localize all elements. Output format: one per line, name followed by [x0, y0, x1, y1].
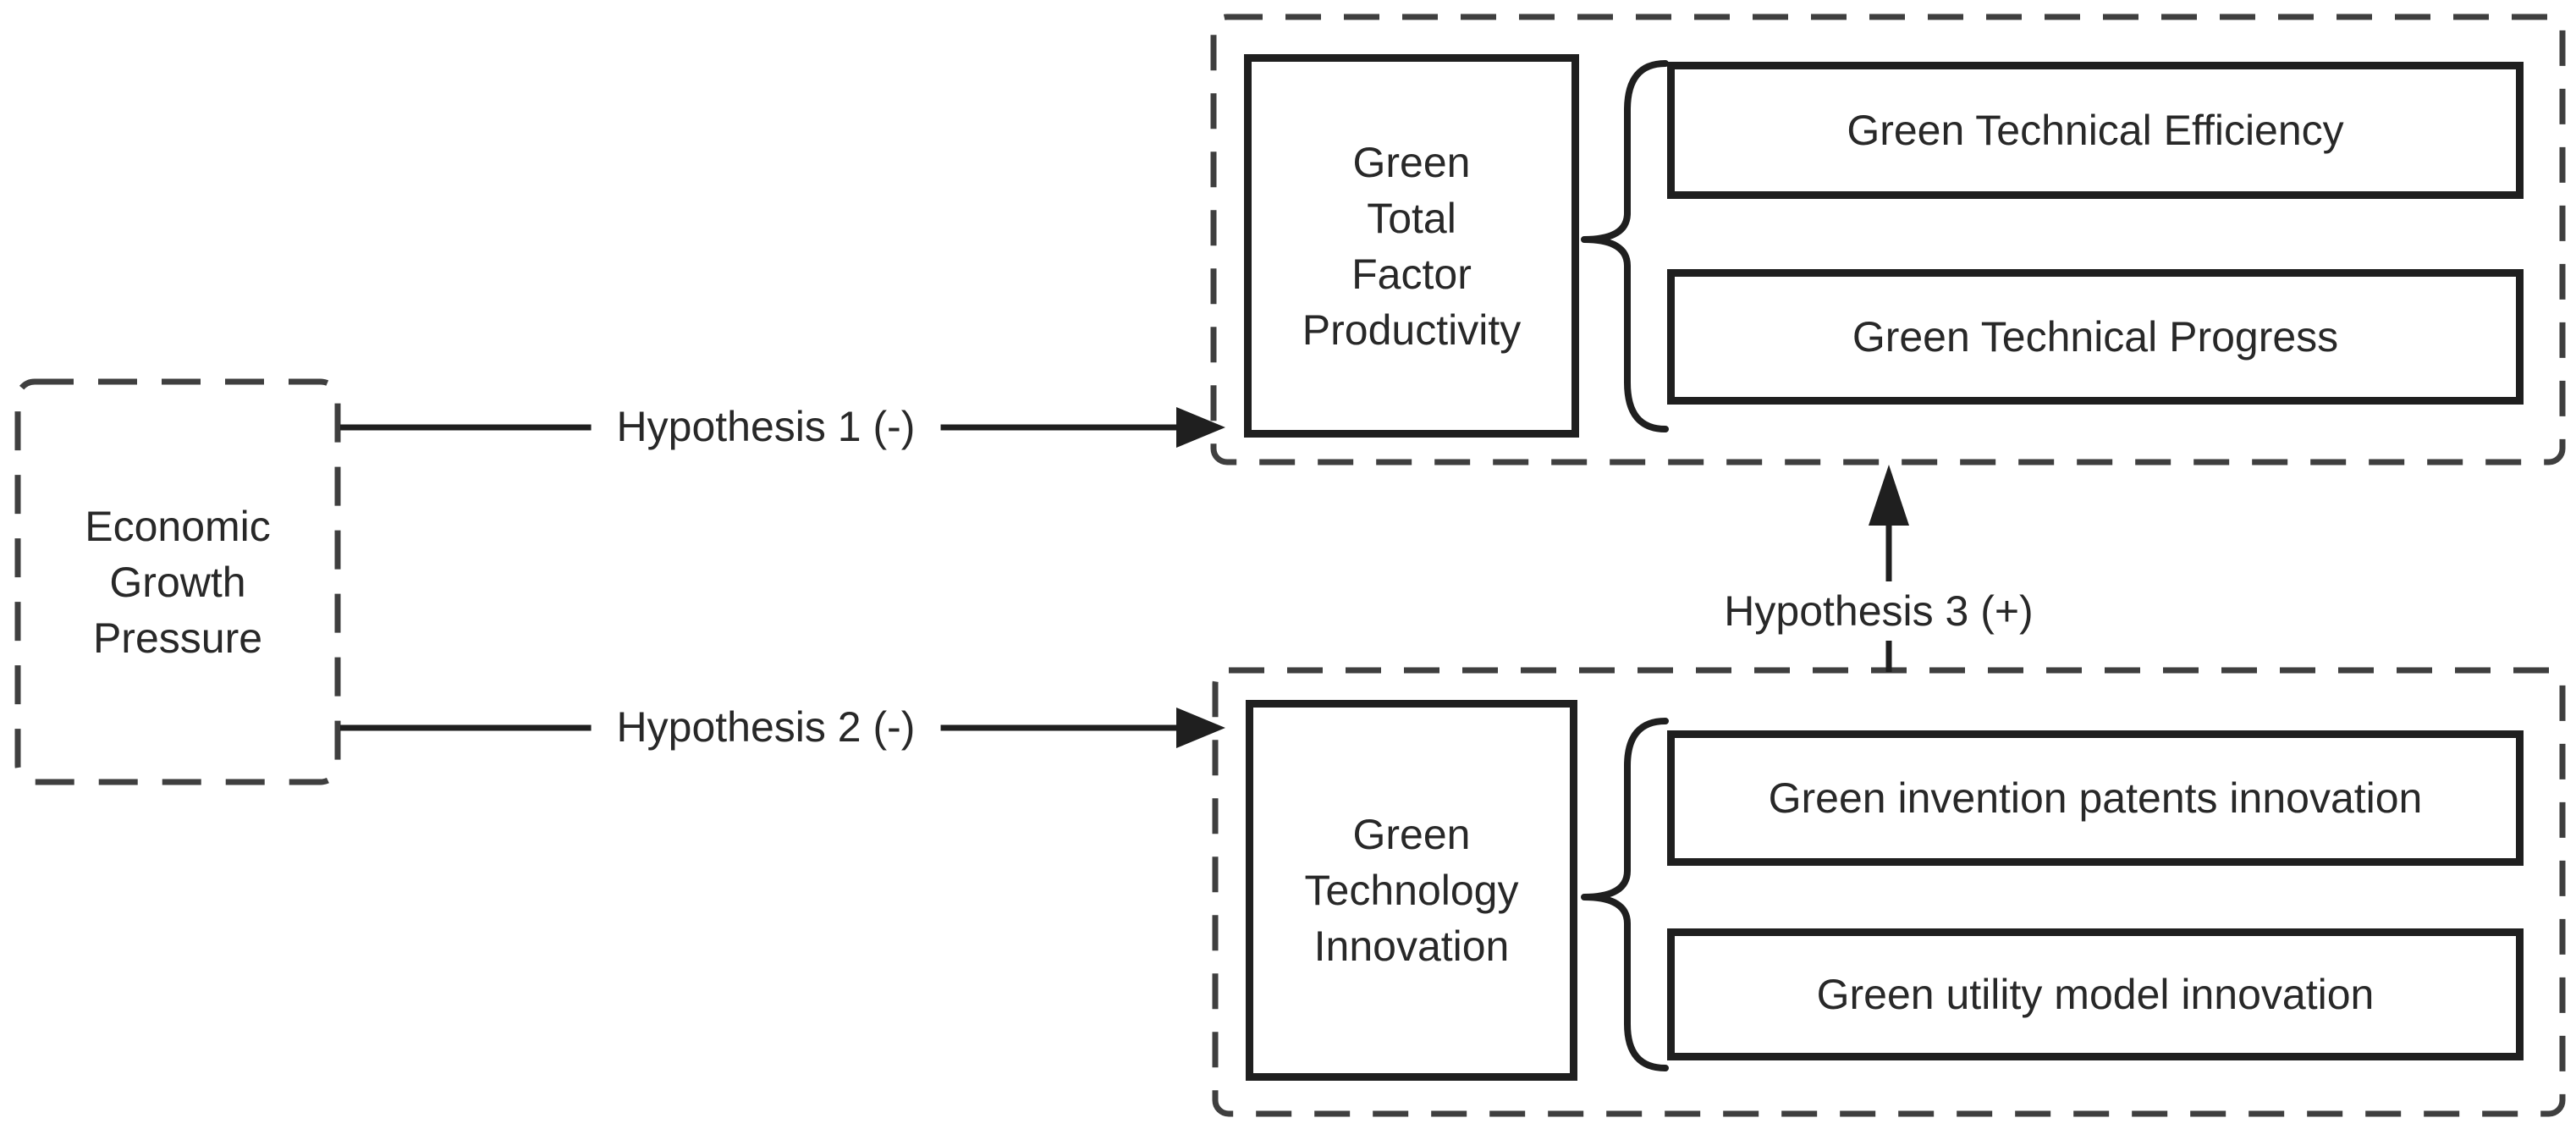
gtfp-box-line: Green	[1352, 138, 1471, 186]
economic-box-line: Economic	[85, 502, 271, 550]
gtfp-box-line: Factor	[1351, 250, 1472, 298]
economic-box-line: Pressure	[92, 614, 263, 662]
green-technical-efficiency-box: Green Technical Efficiency	[1667, 62, 2524, 199]
green-technical-efficiency-label: Green Technical Efficiency	[1847, 107, 2344, 154]
hypothesis3-arrow	[1869, 465, 1909, 672]
gti-box-line: Technology	[1304, 867, 1519, 914]
green-utility-model-innovation-label: Green utility model innovation	[1816, 971, 2375, 1018]
economic-growth-pressure-dashed-border	[14, 378, 341, 785]
green-invention-patents-innovation-box: Green invention patents innovation	[1667, 730, 2524, 866]
hypothesis3-label: Hypothesis 3 (+)	[1698, 581, 2059, 641]
green-technology-innovation-box: Green Technology Innovation	[1246, 700, 1577, 1081]
economic-box-line: Growth	[109, 558, 246, 606]
gtfp-brace	[1581, 60, 1669, 432]
gtfp-box-line: Total	[1367, 194, 1456, 242]
green-invention-patents-innovation-label: Green invention patents innovation	[1768, 774, 2423, 822]
economic-growth-pressure-box: Economic Growth Pressure	[18, 382, 338, 782]
gtfp-group-dashed-border	[1210, 14, 2566, 465]
hypothesis1-label: Hypothesis 1 (-)	[591, 397, 941, 456]
hypothesis2-label: Hypothesis 2 (-)	[591, 697, 941, 757]
gtfp-box-line: Productivity	[1302, 306, 1522, 354]
green-total-factor-productivity-box: Green Total Factor Productivity	[1244, 54, 1579, 438]
green-technical-progress-label: Green Technical Progress	[1852, 313, 2339, 361]
gti-brace	[1581, 718, 1669, 1071]
green-utility-model-innovation-box: Green utility model innovation	[1667, 928, 2524, 1060]
green-technical-progress-box: Green Technical Progress	[1667, 269, 2524, 405]
gti-box-line: Innovation	[1313, 922, 1510, 970]
gti-box-line: Green	[1352, 811, 1471, 858]
